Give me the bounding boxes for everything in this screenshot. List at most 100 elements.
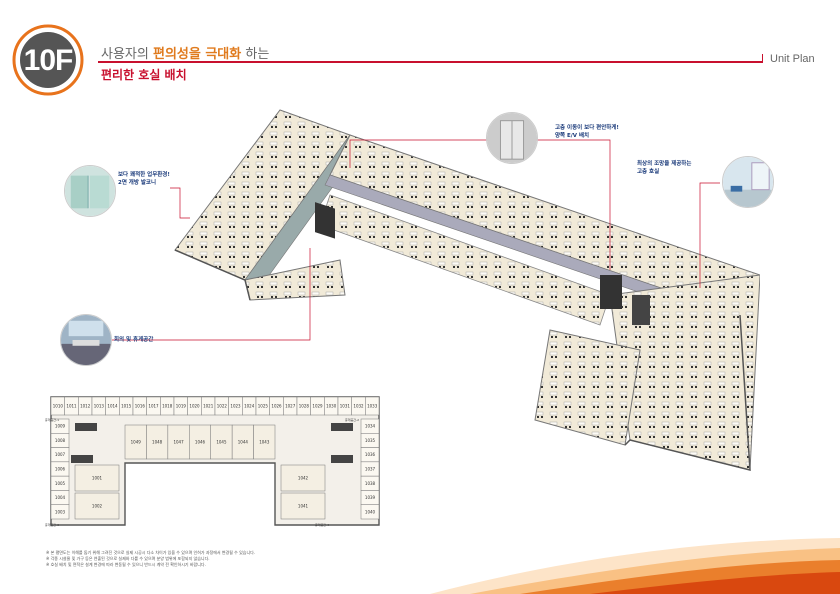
- plan-unit: 1023: [228, 396, 243, 416]
- plan-unit: 1041: [280, 492, 326, 520]
- header-rule: [98, 61, 763, 63]
- callout-meeting-text: 회의 및 휴게공간: [114, 337, 154, 343]
- plan-unit: 1021: [201, 396, 216, 416]
- plan-unit: 1028: [296, 396, 311, 416]
- plan-unit: 1047: [167, 424, 190, 460]
- plan-unit: 1042: [280, 464, 326, 492]
- plan-unit: 1034: [360, 418, 380, 434]
- office-view-photo-icon: [722, 156, 774, 208]
- plan-unit: 1049: [124, 424, 147, 460]
- svg-text:1018: 1018: [162, 404, 173, 409]
- svg-text:1021: 1021: [203, 404, 214, 409]
- svg-text:1022: 1022: [217, 404, 228, 409]
- svg-text:1049: 1049: [131, 440, 142, 445]
- core-block: [75, 423, 97, 431]
- svg-text:1025: 1025: [258, 404, 269, 409]
- svg-text:1024: 1024: [244, 404, 255, 409]
- svg-text:1006: 1006: [55, 467, 66, 472]
- svg-text:1030: 1030: [326, 404, 337, 409]
- core-block: [71, 455, 93, 463]
- plan-unit: 1043: [253, 424, 276, 460]
- footnote: ※ 호실 배치 및 면적은 설계 변경에 따라 변동될 수 있으니 반드시 계약…: [46, 562, 206, 567]
- plan-unit: 1003: [50, 504, 70, 520]
- plan-unit: 1020: [187, 396, 202, 416]
- callout-elevator-text: 고층 이동이 보다 편안하게!양쪽 E/V 배치: [555, 125, 619, 139]
- glass-balcony-photo-icon: [64, 165, 116, 217]
- callout-balcony-text: 보다 쾌적한 업무환경!2면 개방 발코니: [118, 172, 170, 186]
- svg-text:1017: 1017: [148, 404, 159, 409]
- plan-unit: 1014: [105, 396, 120, 416]
- svg-text:1031: 1031: [340, 404, 351, 409]
- svg-text:1013: 1013: [94, 404, 105, 409]
- svg-text:1029: 1029: [312, 404, 323, 409]
- svg-text:1028: 1028: [299, 404, 310, 409]
- svg-text:1033: 1033: [367, 404, 378, 409]
- plan-unit: 1013: [91, 396, 106, 416]
- svg-text:1048: 1048: [152, 440, 163, 445]
- svg-text:1015: 1015: [121, 404, 132, 409]
- plan-unit: 1048: [146, 424, 169, 460]
- plan-unit: 1044: [231, 424, 254, 460]
- svg-text:1020: 1020: [189, 404, 200, 409]
- page-subtitle: 편리한 호실 배치: [101, 68, 187, 82]
- svg-text:1047: 1047: [173, 440, 184, 445]
- svg-text:1023: 1023: [230, 404, 241, 409]
- plan-unit: 1039: [360, 490, 380, 505]
- svg-text:1009: 1009: [55, 424, 66, 429]
- plan-unit: 1001: [74, 464, 120, 492]
- footnote: ※ 각종 시설물 및 가구 등은 연출된 것으로 실제와 다를 수 있으며 분양…: [46, 556, 210, 561]
- svg-text:1002: 1002: [92, 504, 103, 509]
- svg-text:1014: 1014: [107, 404, 118, 409]
- core-block: [331, 423, 353, 431]
- svg-text:1038: 1038: [365, 481, 376, 486]
- plan-unit: 1011: [64, 396, 79, 416]
- plan-unit: 1012: [78, 396, 93, 416]
- floor-badge-ring-icon: [12, 24, 84, 96]
- svg-text:1045: 1045: [216, 440, 227, 445]
- svg-text:1004: 1004: [55, 495, 66, 500]
- core-label: 휴게공간-2: [345, 417, 359, 422]
- plan-unit: 1030: [324, 396, 339, 416]
- footnote: ※ 본 평면도는 이해를 돕기 위해 그려진 것으로 실제 시공시 다소 차이가…: [46, 550, 256, 555]
- svg-text:1012: 1012: [80, 404, 91, 409]
- plan-unit: 1033: [365, 396, 380, 416]
- svg-text:1039: 1039: [365, 495, 376, 500]
- footnotes: ※ 본 평면도는 이해를 돕기 위해 그려진 것으로 실제 시공시 다소 차이가…: [46, 550, 255, 568]
- plan-unit: 1008: [50, 433, 70, 448]
- svg-text:1037: 1037: [365, 467, 376, 472]
- svg-text:1034: 1034: [365, 424, 376, 429]
- svg-text:1007: 1007: [55, 452, 66, 457]
- plan-unit: 1029: [310, 396, 325, 416]
- plan-unit: 1004: [50, 490, 70, 505]
- plan-unit: 1024: [242, 396, 257, 416]
- svg-text:1035: 1035: [365, 438, 376, 443]
- meeting-room-photo-icon: [60, 314, 112, 366]
- plan-unit: 1040: [360, 504, 380, 520]
- svg-text:1041: 1041: [298, 504, 309, 509]
- svg-text:1019: 1019: [176, 404, 187, 409]
- plan-unit: 1032: [351, 396, 366, 416]
- svg-text:1003: 1003: [55, 509, 66, 514]
- plan-unit: 1038: [360, 475, 380, 491]
- plan-unit: 1005: [50, 475, 70, 491]
- plan-unit: 1007: [50, 447, 70, 463]
- plan-unit: 1017: [146, 396, 161, 416]
- svg-text:1016: 1016: [135, 404, 146, 409]
- svg-text:1043: 1043: [259, 440, 270, 445]
- svg-text:1032: 1032: [353, 404, 364, 409]
- svg-text:1036: 1036: [365, 452, 376, 457]
- floor-badge: 10F: [12, 24, 84, 96]
- plan-unit: 1037: [360, 461, 380, 477]
- plan-unit: 1036: [360, 447, 380, 463]
- header-rule-separator: [762, 54, 763, 63]
- svg-text:1001: 1001: [92, 476, 103, 481]
- core-label: 휴게공간-3: [45, 522, 59, 527]
- plan-unit: 1002: [74, 492, 120, 520]
- plan-unit: 1016: [132, 396, 147, 416]
- floor-number: 10F: [23, 44, 74, 77]
- svg-text:1042: 1042: [298, 476, 309, 481]
- plan-unit: 1031: [337, 396, 352, 416]
